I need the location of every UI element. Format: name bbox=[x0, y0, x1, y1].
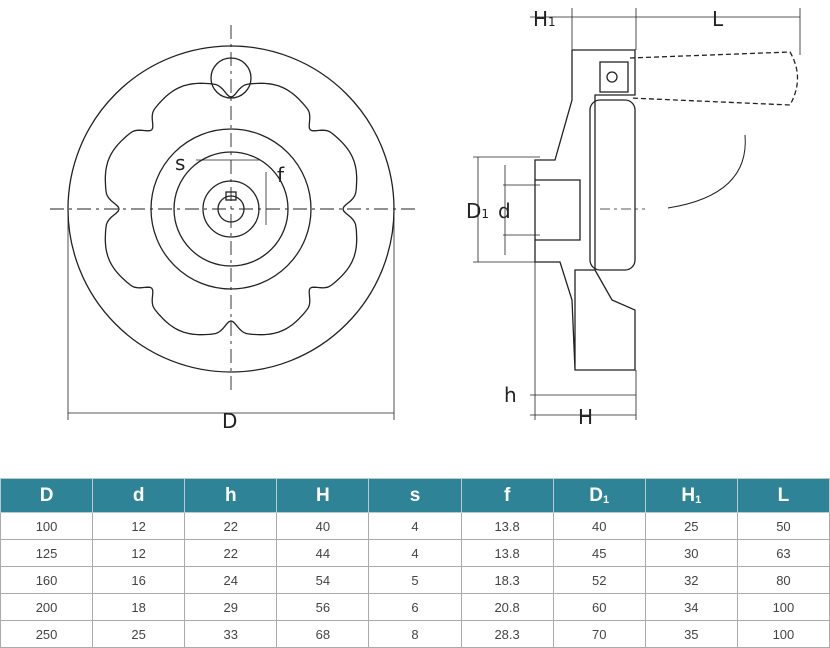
table-cell: 28.3 bbox=[460, 620, 554, 648]
column-header: h bbox=[184, 478, 278, 513]
column-header: H bbox=[276, 478, 370, 513]
table-cell: 13.8 bbox=[460, 539, 554, 567]
table-cell: 12 bbox=[92, 539, 186, 567]
table-cell: 63 bbox=[736, 539, 830, 567]
label-h: h bbox=[504, 383, 517, 407]
table-cell: 100 bbox=[0, 512, 94, 540]
header-label: L bbox=[777, 484, 790, 506]
column-header: L bbox=[736, 478, 830, 513]
header-label: H bbox=[681, 484, 696, 506]
table-cell: 40 bbox=[276, 512, 370, 540]
label-L: L bbox=[712, 7, 724, 31]
table-cell: 4 bbox=[368, 539, 462, 567]
table-cell: 50 bbox=[736, 512, 830, 540]
header-label: D bbox=[589, 484, 604, 506]
table-cell: 34 bbox=[644, 593, 738, 621]
table-cell: 68 bbox=[276, 620, 370, 648]
header-subscript: 1 bbox=[695, 493, 702, 506]
table-cell: 16 bbox=[92, 566, 186, 594]
table-cell: 25 bbox=[644, 512, 738, 540]
front-view bbox=[50, 25, 415, 420]
table-cell: 54 bbox=[276, 566, 370, 594]
table-cell: 250 bbox=[0, 620, 94, 648]
table-cell: 25 bbox=[92, 620, 186, 648]
table-cell: 6 bbox=[368, 593, 462, 621]
label-d: d bbox=[498, 199, 511, 223]
side-view bbox=[473, 8, 801, 420]
header-label: s bbox=[409, 484, 421, 506]
table-cell: 29 bbox=[184, 593, 278, 621]
table-cell: 52 bbox=[552, 566, 646, 594]
label-H: H bbox=[578, 405, 593, 429]
table-cell: 100 bbox=[736, 593, 830, 621]
table-cell: 60 bbox=[552, 593, 646, 621]
table-cell: 45 bbox=[552, 539, 646, 567]
label-D1: D1 bbox=[466, 199, 489, 223]
table-cell: 35 bbox=[644, 620, 738, 648]
table-cell: 18.3 bbox=[460, 566, 554, 594]
header-label: d bbox=[132, 484, 145, 506]
table-cell: 22 bbox=[184, 539, 278, 567]
table-cell: 100 bbox=[736, 620, 830, 648]
label-s: s bbox=[175, 151, 185, 175]
column-header: s bbox=[368, 478, 462, 513]
table-cell: 70 bbox=[552, 620, 646, 648]
handwheel-drawing: D s f H1 L D1 d h H bbox=[50, 7, 801, 433]
label-D: D bbox=[222, 409, 237, 433]
table-cell: 13.8 bbox=[460, 512, 554, 540]
table-cell: 33 bbox=[184, 620, 278, 648]
table-cell: 30 bbox=[644, 539, 738, 567]
table-cell: 8 bbox=[368, 620, 462, 648]
header-label: H bbox=[316, 484, 330, 506]
table-cell: 32 bbox=[644, 566, 738, 594]
header-label: D bbox=[39, 484, 54, 506]
table-cell: 56 bbox=[276, 593, 370, 621]
column-header: f bbox=[460, 478, 554, 513]
column-header: D bbox=[0, 478, 94, 513]
table-cell: 24 bbox=[184, 566, 278, 594]
spoke-cutout-outline bbox=[104, 82, 358, 336]
label-f: f bbox=[277, 163, 285, 187]
table-cell: 80 bbox=[736, 566, 830, 594]
table-cell: 160 bbox=[0, 566, 94, 594]
table-cell: 18 bbox=[92, 593, 186, 621]
column-header: D1 bbox=[552, 478, 646, 513]
label-H1: H1 bbox=[533, 7, 556, 31]
column-header: H1 bbox=[644, 478, 738, 513]
table-cell: 22 bbox=[184, 512, 278, 540]
table-cell: 200 bbox=[0, 593, 94, 621]
table-cell: 5 bbox=[368, 566, 462, 594]
table-cell: 4 bbox=[368, 512, 462, 540]
table-cell: 12 bbox=[92, 512, 186, 540]
header-subscript: 1 bbox=[603, 493, 610, 506]
header-label: f bbox=[503, 484, 511, 506]
table-cell: 44 bbox=[276, 539, 370, 567]
table-cell: 20.8 bbox=[460, 593, 554, 621]
table-cell: 125 bbox=[0, 539, 94, 567]
header-label: h bbox=[224, 484, 237, 506]
column-header: d bbox=[92, 478, 186, 513]
table-cell: 40 bbox=[552, 512, 646, 540]
